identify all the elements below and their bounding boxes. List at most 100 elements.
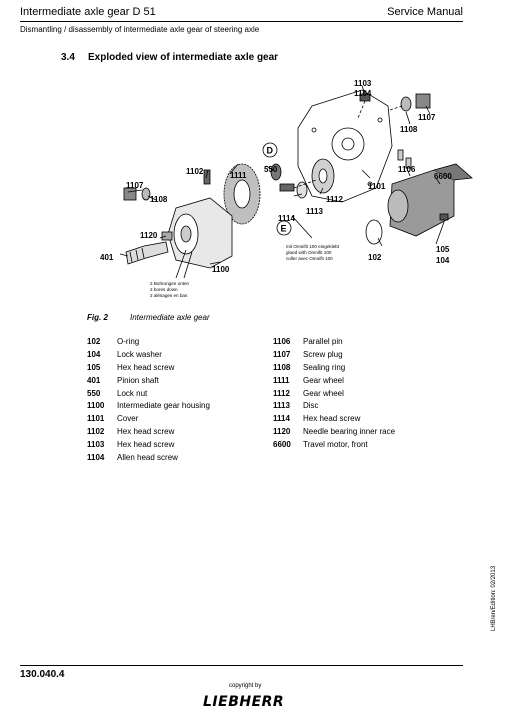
part-number: 1108 (273, 362, 291, 372)
edition-note: LHB/en/Edition: 02/2013 (491, 565, 497, 631)
parts-row: 6600 Travel motor, front (273, 439, 395, 452)
parts-row: 1107 Screw plug (273, 349, 395, 362)
callout-1103: 1103 (354, 79, 372, 88)
part-description: Pinion shaft (117, 375, 159, 385)
section-number: 3.4 (61, 52, 75, 63)
note-bores-de: 2 Bohrungen unten (150, 281, 190, 286)
parts-row: 1102 Hex head screw (87, 426, 210, 439)
note-bores-fr: 2 alésages en bas (150, 293, 188, 298)
part-description: Lock washer (117, 349, 162, 359)
callout-1108-left: 1108 (150, 195, 168, 204)
part-description: Travel motor, front (303, 440, 368, 450)
callout-1120: 1120 (140, 231, 158, 240)
callout-550: 550 (264, 165, 278, 174)
parts-row: 1101 Cover (87, 413, 210, 426)
part-number: 550 (87, 388, 101, 398)
part-description: Gear wheel (303, 375, 344, 385)
part-number: 1100 (87, 401, 105, 411)
callout-1100: 1100 (212, 265, 230, 274)
parts-row: 105 Hex head screw (87, 362, 210, 375)
callout-1107-top: 1107 (418, 113, 436, 122)
parts-row: 1111 Gear wheel (273, 375, 395, 388)
part-number: 1112 (273, 388, 290, 398)
note-bores-en: 2 bores down (150, 287, 178, 292)
figure-caption-number: Fig. 2 (87, 313, 108, 322)
note-glue-de: mit Omnifit 100 eingeklebt (286, 244, 340, 249)
callout-401: 401 (100, 253, 114, 262)
part-description: Hex head screw (117, 427, 175, 437)
part-description: O-ring (117, 337, 140, 346)
parts-row: 1104 Allen head screw (87, 452, 210, 465)
callout-1102: 1102 (186, 167, 204, 176)
callout-105: 105 (436, 245, 450, 254)
part-description: Lock nut (117, 388, 148, 398)
part-number: 1107 (273, 349, 291, 359)
parts-row: 1114 Hex head screw (273, 413, 395, 426)
part-number: 1120 (273, 427, 291, 437)
parts-row: 1112 Gear wheel (273, 388, 395, 401)
part-description: Cover (117, 414, 139, 424)
document-title: Intermediate axle gear D 51 (20, 6, 156, 18)
part-description: Hex head screw (117, 362, 175, 372)
callout-104: 104 (436, 256, 450, 265)
document-type: Service Manual (387, 6, 463, 18)
footer-divider (20, 665, 463, 666)
part-number: 1101 (87, 414, 105, 424)
parts-row: 1106 Parallel pin (273, 336, 395, 349)
page-number: 130.040.4 (20, 669, 65, 680)
part-description: Disc (303, 401, 319, 411)
part-number: 104 (87, 349, 101, 359)
part-description: Allen head screw (117, 453, 178, 463)
part-number: 1106 (273, 337, 291, 346)
callout-1113: 1113 (306, 207, 323, 216)
figure-caption-text: Intermediate axle gear (130, 313, 210, 322)
callout-1107-left: 1107 (126, 181, 144, 190)
callout-1108-top: 1108 (400, 125, 418, 134)
detail-label-d: D (267, 146, 274, 156)
part-number: 1114 (273, 414, 290, 424)
parts-row: 1108 Sealing ring (273, 362, 395, 375)
part-description: Sealing ring (303, 362, 346, 372)
parts-row: 102 O-ring (87, 336, 210, 349)
pinion-shaft-401-shape (125, 241, 169, 265)
part-number: 1103 (87, 440, 105, 450)
callout-1106: 1106 (398, 165, 416, 174)
callout-1114: 1114 (278, 214, 295, 223)
part-description: Parallel pin (303, 337, 343, 346)
part-description: Screw plug (303, 349, 343, 359)
part-number: 401 (87, 375, 101, 385)
note-glue-en: glued with Omnifit 100 (286, 250, 332, 255)
document-subtitle: Dismantling / disassembly of intermediat… (20, 25, 260, 34)
part-number: 1104 (87, 453, 105, 463)
callout-1101: 1101 (368, 182, 386, 191)
part-number: 102 (87, 337, 101, 346)
liebherr-logo: LIEBHERR (203, 694, 285, 710)
callout-102: 102 (368, 253, 382, 262)
parts-row: 1103 Hex head screw (87, 439, 210, 452)
detail-label-e: E (281, 224, 287, 234)
copyright-text: copyright by (229, 683, 262, 689)
part-number: 6600 (273, 440, 291, 450)
part-number: 1111 (273, 375, 290, 385)
section-title: Exploded view of intermediate axle gear (88, 52, 279, 63)
parts-row: 1100 Intermediate gear housing (87, 400, 210, 413)
part-number: 1113 (273, 401, 290, 411)
part-description: Intermediate gear housing (117, 401, 210, 411)
callout-1111: 1111 (230, 171, 247, 180)
exploded-view-drawing: 1103 1104 1107 1108 1106 6600 1101 1112 … (100, 79, 473, 298)
parts-list-right: 1106 Parallel pin 1107 Screw plug 1108 Seal… (273, 336, 395, 452)
parts-row: 550 Lock nut (87, 388, 210, 401)
parts-row: 1113 Disc (273, 400, 395, 413)
part-number: 1102 (87, 427, 105, 437)
note-glue-fr: coller avec Omnifit 100 (286, 256, 333, 261)
header-divider (20, 21, 463, 22)
part-number: 105 (87, 362, 101, 372)
callout-1112: 1112 (326, 195, 343, 204)
part-description: Hex head screw (117, 440, 175, 450)
callout-1104: 1104 (354, 89, 372, 98)
parts-row: 401 Pinion shaft (87, 375, 210, 388)
part-description: Gear wheel (303, 388, 344, 398)
part-description: Hex head screw (303, 414, 361, 424)
